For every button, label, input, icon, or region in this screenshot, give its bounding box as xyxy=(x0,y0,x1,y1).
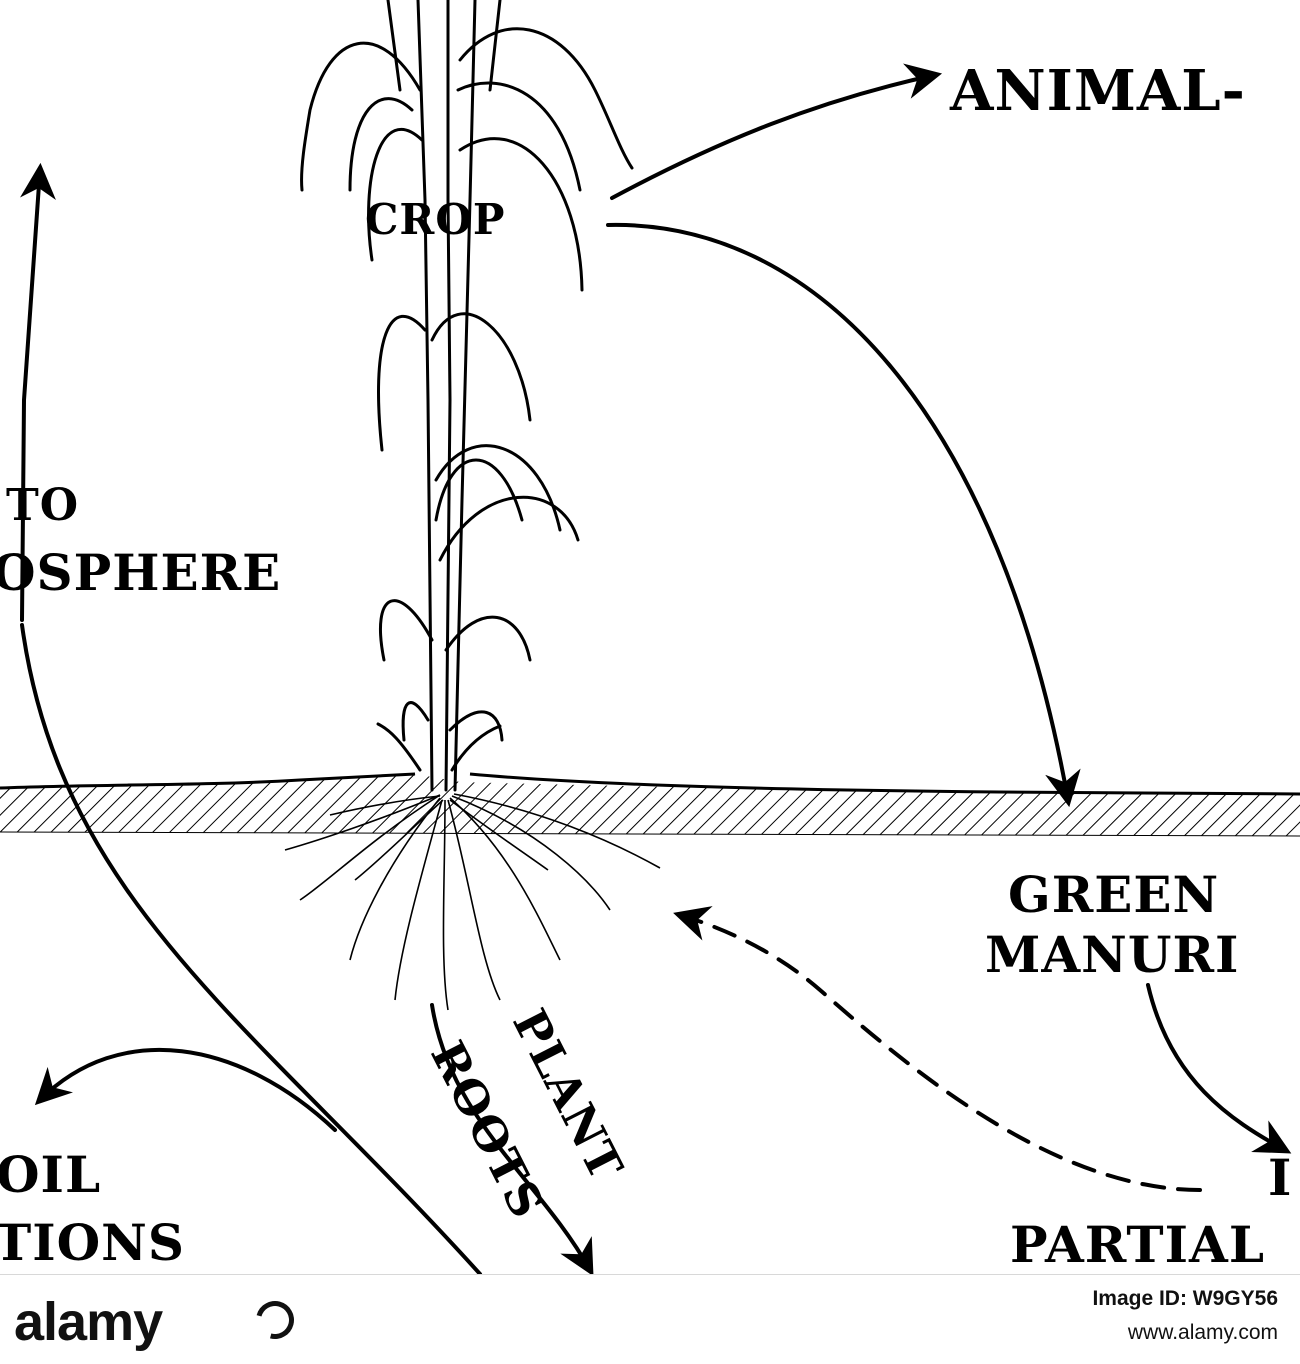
label-to: TO xyxy=(6,480,79,531)
stock-footer-bar: alamy Image ID: W9GY56 www.alamy.com xyxy=(0,1274,1300,1364)
image-id-text: Image ID: W9GY56 xyxy=(1092,1287,1278,1310)
crop-to-animal-arrow xyxy=(610,63,943,200)
label-decay-partial: I xyxy=(1268,1148,1292,1207)
label-atmosphere: OSPHERE xyxy=(0,543,281,602)
plant-roots-illustration xyxy=(284,793,661,1011)
atmosphere-to-soil-curve xyxy=(20,623,482,1274)
label-manure: MANURI xyxy=(985,925,1239,984)
site-url-text: www.alamy.com xyxy=(1127,1321,1278,1344)
crop-to-green-manure-arrow xyxy=(606,222,1081,808)
green-manure-to-decay-arrow xyxy=(1146,983,1292,1154)
crop-plant-illustration xyxy=(300,0,634,792)
to-atmosphere-arrow xyxy=(20,162,56,622)
alamy-logo-mark-icon xyxy=(249,1294,301,1346)
soil-surface xyxy=(0,772,1300,837)
label-partial: PARTIAL xyxy=(1010,1215,1265,1274)
label-solutions: TIONS xyxy=(0,1213,185,1272)
soil-solutions-arrow xyxy=(34,1048,337,1132)
label-animal: ANIMAL- xyxy=(949,58,1246,124)
plant-roots-arrow xyxy=(430,1003,594,1274)
diagram-labels: ANIMAL- CROP TO OSPHERE GREEN MANURI PLA… xyxy=(0,58,1292,1274)
footer-info: Image ID: W9GY56 www.alamy.com xyxy=(1092,1287,1278,1345)
nitrogen-cycle-diagram: ANIMAL- CROP TO OSPHERE GREEN MANURI PLA… xyxy=(0,0,1300,1274)
label-soil: OIL xyxy=(0,1145,101,1204)
alamy-logo: alamy xyxy=(14,1292,163,1352)
decay-to-roots-dashed-arrow xyxy=(673,906,1202,1192)
label-crop: CROP xyxy=(365,195,506,244)
cycle-arrows xyxy=(20,63,1292,1274)
label-green: GREEN xyxy=(1008,865,1219,924)
